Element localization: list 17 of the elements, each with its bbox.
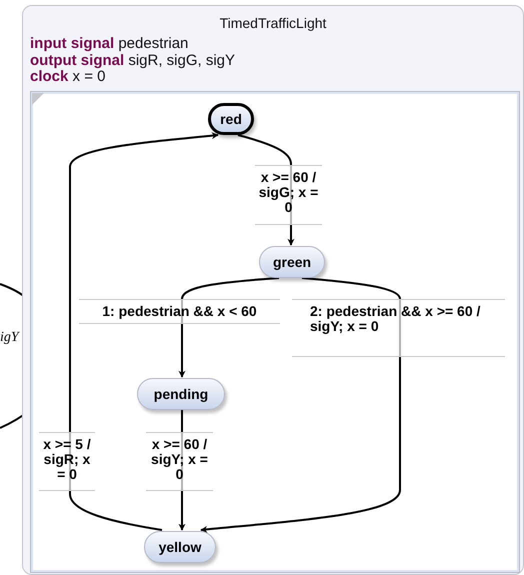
edge-label: 1: pedestrian && x < 60 [79, 299, 280, 324]
edge-label: 2: pedestrian && x >= 60 / sigY; x = 0 [292, 299, 505, 357]
state: pending [137, 378, 225, 410]
panel-title: TimedTrafficLight [218, 15, 328, 31]
state: yellow [144, 531, 216, 563]
state: green [259, 246, 325, 278]
declaration-text: input signal pedestrian [30, 35, 188, 52]
declaration-text: output signal sigR, sigG, sigY [30, 52, 236, 68]
state-text-fragment: igY [0, 330, 19, 346]
state-machine-panel [22, 5, 524, 575]
edge-label: x >= 60 / sigG; x = 0 [255, 165, 322, 225]
initial-state: red [208, 103, 254, 135]
transition-arrow [69, 132, 219, 531]
edge-label: x >= 60 / sigY; x = 0 [146, 432, 213, 491]
region-box [30, 91, 520, 573]
edge-label: x >= 5 / sigR; x = 0 [39, 432, 95, 491]
declaration-text: clock x = 0 [30, 68, 106, 85]
